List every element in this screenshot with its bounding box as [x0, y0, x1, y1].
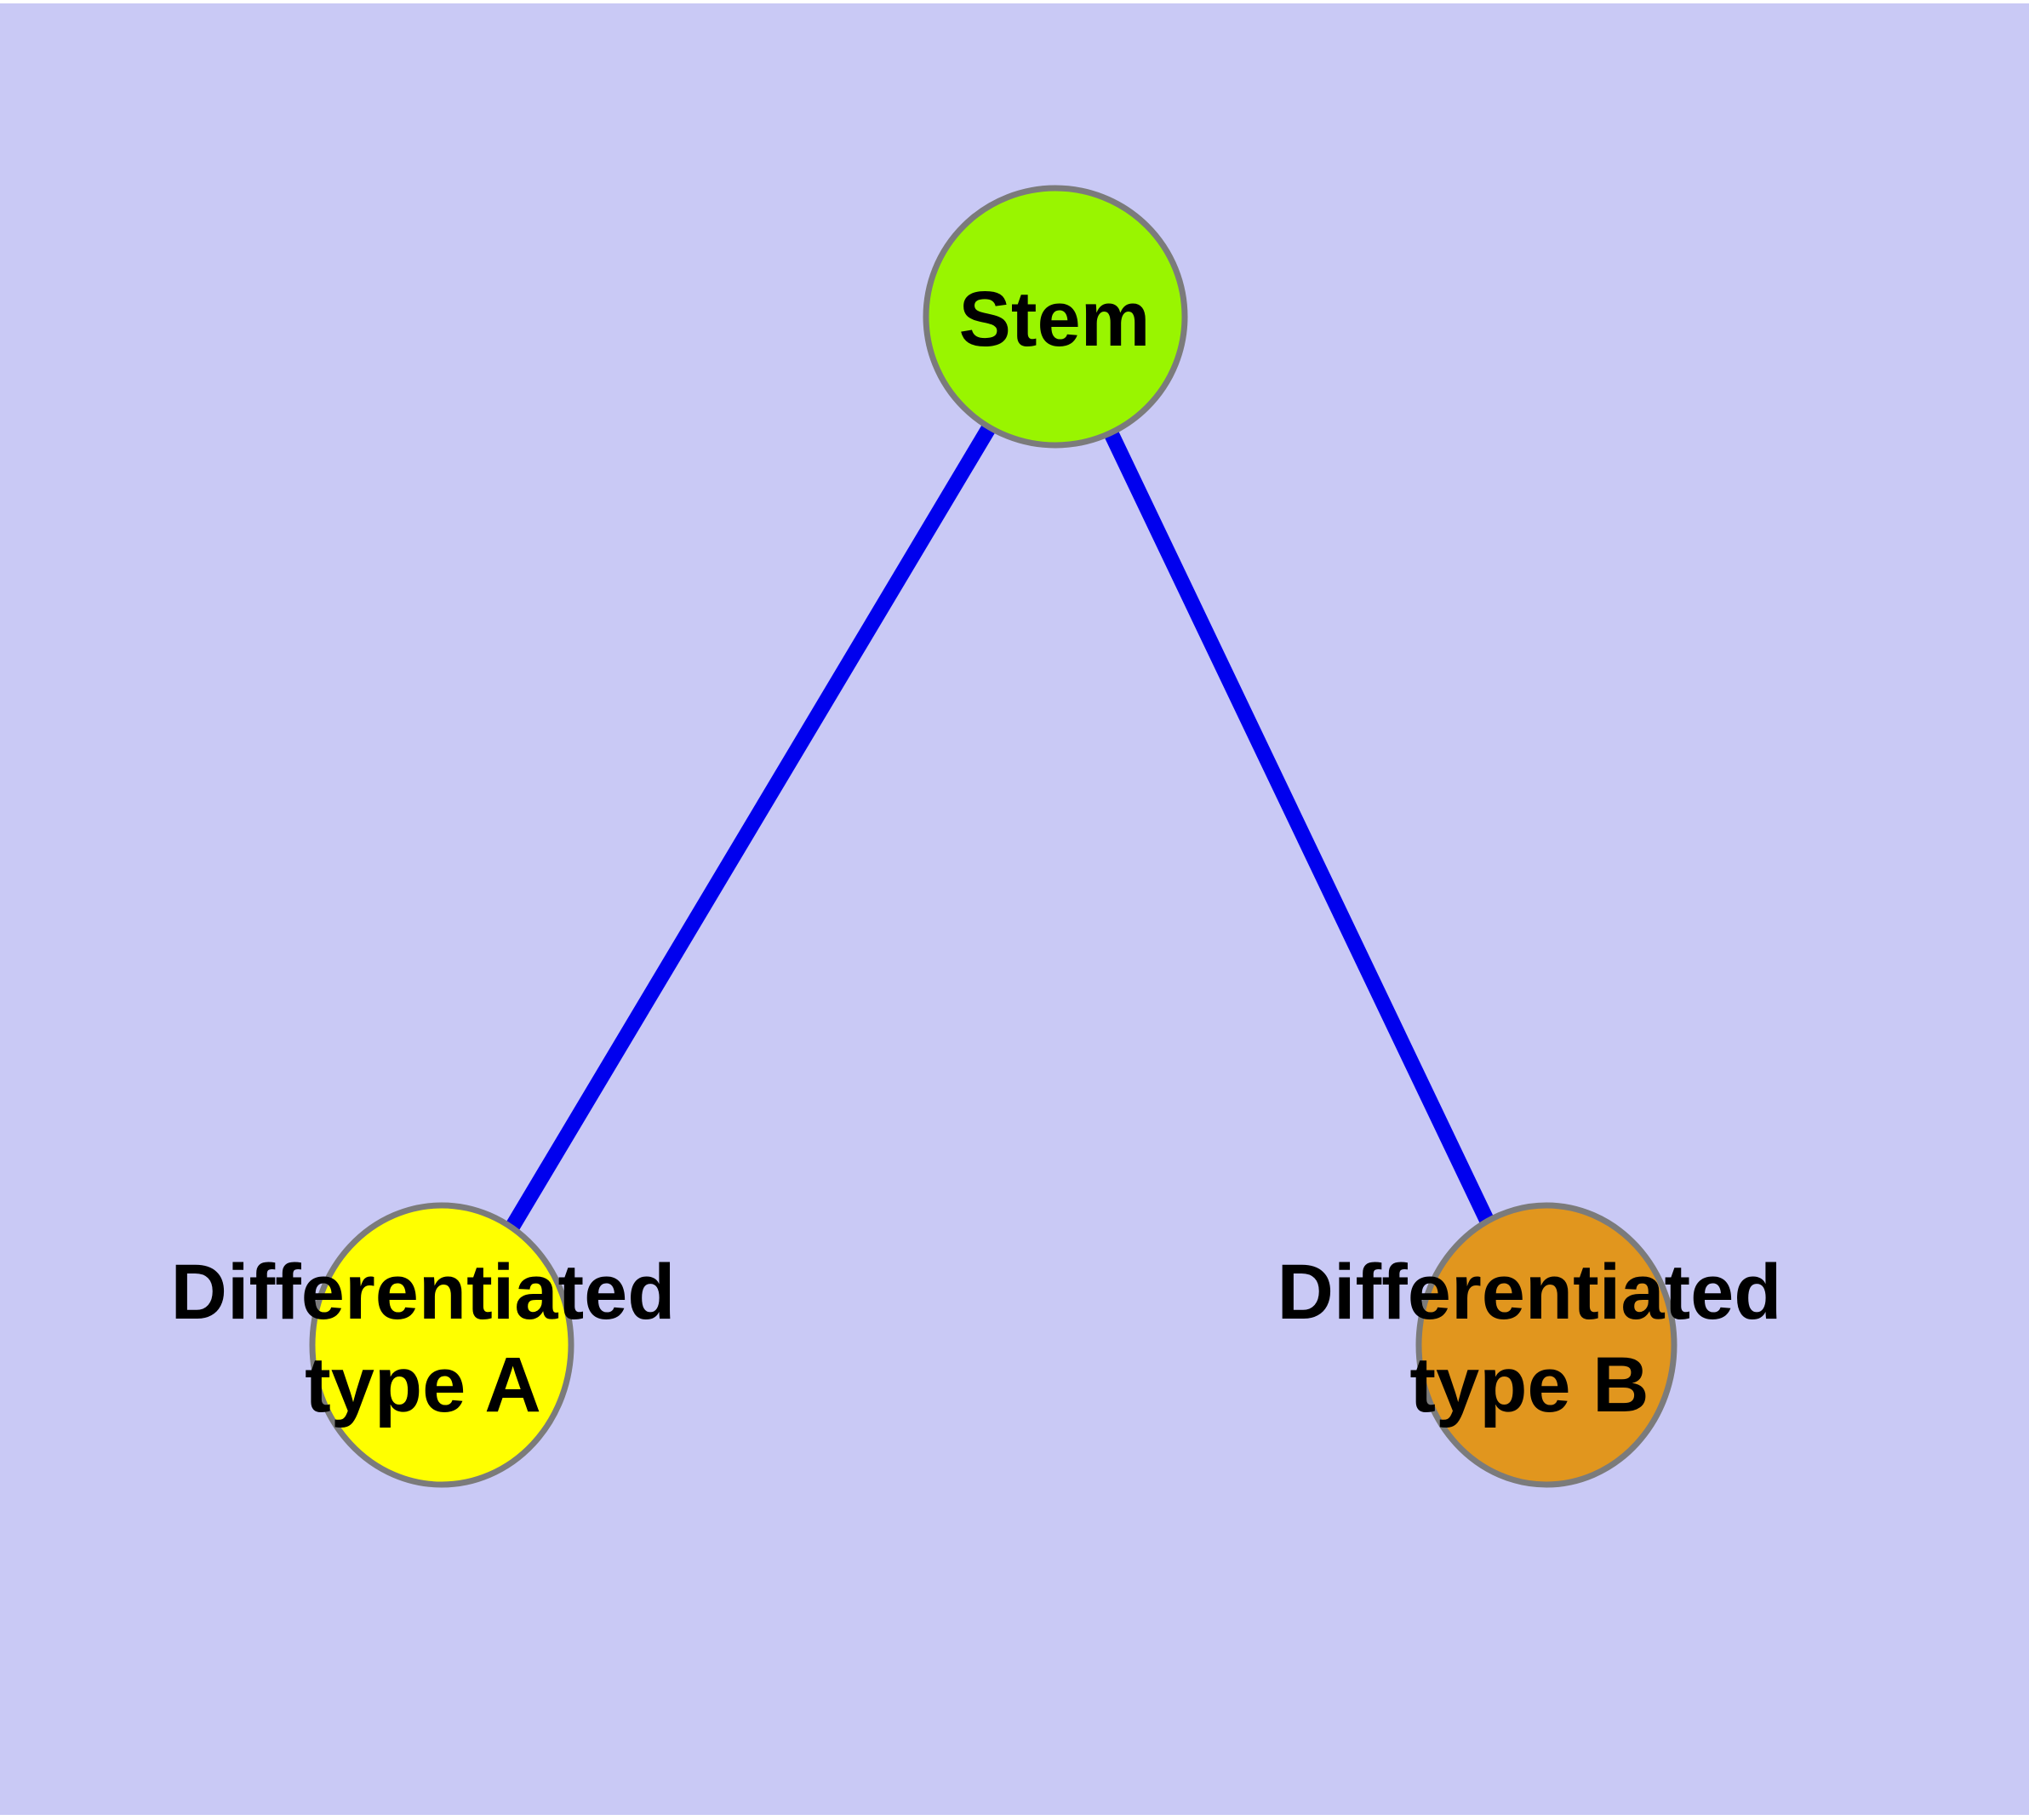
node-differentiated-type-a-label-line-2: type A — [305, 1342, 541, 1428]
window-top-edge — [0, 0, 2029, 3]
node-differentiated-type-a-shape[interactable] — [309, 1202, 574, 1488]
edge-stem-to-type-b[interactable] — [1048, 313, 1554, 1348]
node-differentiated-type-b-label-line-1: Differentiated — [1277, 1249, 1782, 1336]
node-stem-shape[interactable] — [923, 185, 1188, 449]
node-differentiated-type-a[interactable]: Differentiated type A — [171, 1202, 676, 1488]
node-differentiated-type-b-label-line-2: type B — [1409, 1342, 1649, 1428]
node-differentiated-type-a-label-line-1: Differentiated — [171, 1249, 676, 1336]
window-bottom-edge — [0, 1815, 2029, 1820]
node-stem-label: Stem — [959, 276, 1151, 363]
edge-stem-to-type-a[interactable] — [435, 312, 1062, 1349]
node-differentiated-type-b-shape[interactable] — [1415, 1202, 1677, 1488]
node-differentiated-type-b[interactable]: Differentiated type B — [1277, 1202, 1782, 1488]
node-stem[interactable]: Stem — [923, 185, 1188, 449]
